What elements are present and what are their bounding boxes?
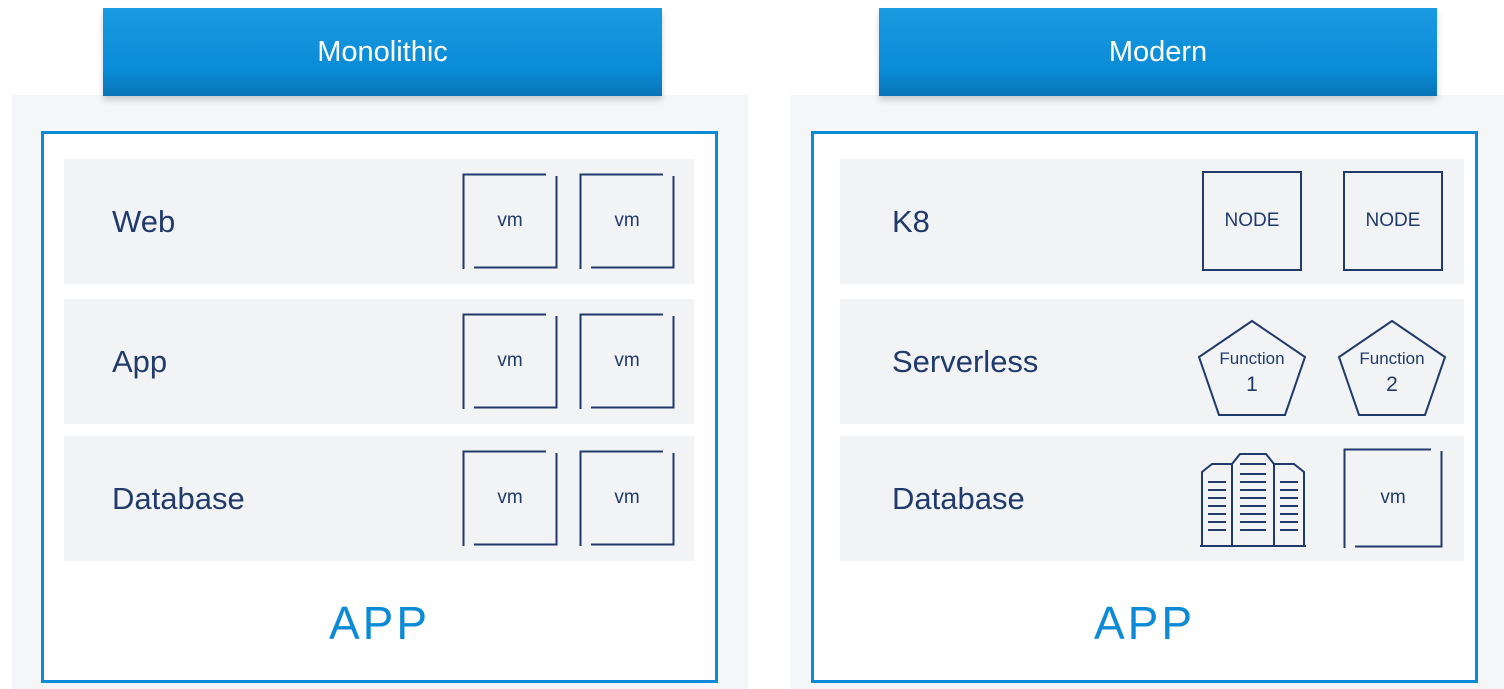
web-tier-label: Web — [112, 203, 176, 239]
vm-label: vm — [614, 210, 640, 231]
database-tier-label: Database — [112, 480, 245, 516]
vm-label: vm — [497, 350, 523, 371]
web-tier-row: Web vm vm — [64, 159, 694, 284]
vm-label: vm — [614, 487, 640, 508]
function-pentagon: Function 1 — [1197, 319, 1307, 417]
modern-header: Modern — [879, 8, 1437, 96]
modern-app-box: K8 NODE NODE Serverless Function 1 Funct… — [811, 131, 1478, 683]
modern-database-tier-label: Database — [892, 480, 1025, 516]
serverless-tier-label: Serverless — [892, 343, 1039, 379]
vm-box: vm — [462, 313, 558, 409]
app-tier-label: App — [112, 343, 168, 379]
monolithic-app-label: APP — [328, 597, 431, 649]
vm-box: vm — [579, 173, 675, 269]
function-number: 1 — [1246, 373, 1258, 396]
database-buildings-icon — [1200, 453, 1306, 547]
function-pentagon: Function 2 — [1337, 319, 1447, 417]
function-title: Function — [1359, 349, 1425, 368]
app-tier-row: App vm vm — [64, 299, 694, 424]
node-label: NODE — [1224, 210, 1280, 231]
database-tier-row: Database vm vm — [64, 436, 694, 561]
node-box: NODE — [1202, 171, 1302, 271]
vm-label: vm — [614, 350, 640, 371]
k8-tier-row: K8 NODE NODE — [840, 159, 1464, 284]
vm-box: vm — [462, 450, 558, 546]
modern-database-tier-row: Database — [840, 436, 1464, 561]
vm-box: vm — [1343, 448, 1443, 548]
serverless-tier-row: Serverless Function 1 Function 2 — [840, 299, 1464, 424]
node-label: NODE — [1365, 210, 1421, 231]
vm-label: vm — [497, 487, 523, 508]
vm-label: vm — [1380, 487, 1406, 508]
function-title: Function — [1219, 349, 1285, 368]
vm-box: vm — [462, 173, 558, 269]
monolithic-header-label: Monolithic — [317, 35, 448, 68]
node-box: NODE — [1343, 171, 1443, 271]
monolithic-app-box: Web vm vm App vm vm Database vm vm — [41, 131, 718, 683]
function-number: 2 — [1386, 373, 1398, 396]
vm-box: vm — [579, 313, 675, 409]
modern-app-label: APP — [1093, 597, 1196, 649]
modern-header-label: Modern — [1108, 35, 1208, 68]
vm-box: vm — [579, 450, 675, 546]
k8-tier-label: K8 — [892, 203, 930, 239]
vm-label: vm — [497, 210, 523, 231]
monolithic-header: Monolithic — [103, 8, 662, 96]
